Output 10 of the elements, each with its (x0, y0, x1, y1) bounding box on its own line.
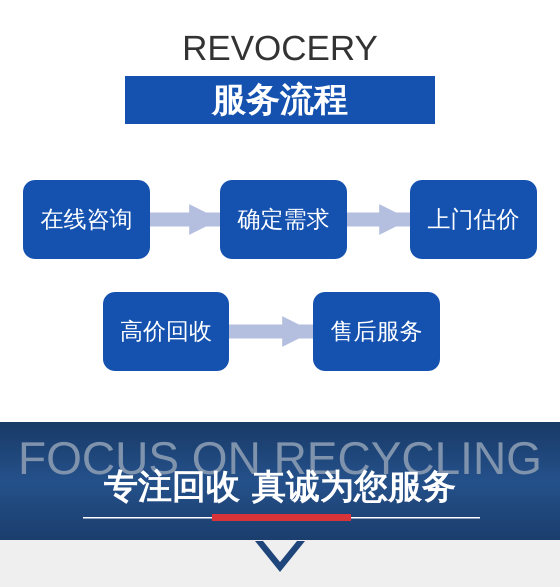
process-box: 售后服务 (313, 292, 440, 371)
arrow (229, 316, 313, 347)
process-box: 上门估价 (410, 180, 537, 259)
process-box: 高价回收 (103, 292, 229, 371)
arrow (150, 204, 220, 235)
process-box: 在线咨询 (23, 180, 150, 259)
process-box: 确定需求 (220, 180, 347, 259)
heading-banner: 服务流程 (125, 76, 435, 124)
title: REVOCERY (181, 28, 379, 70)
arrow (347, 204, 410, 235)
